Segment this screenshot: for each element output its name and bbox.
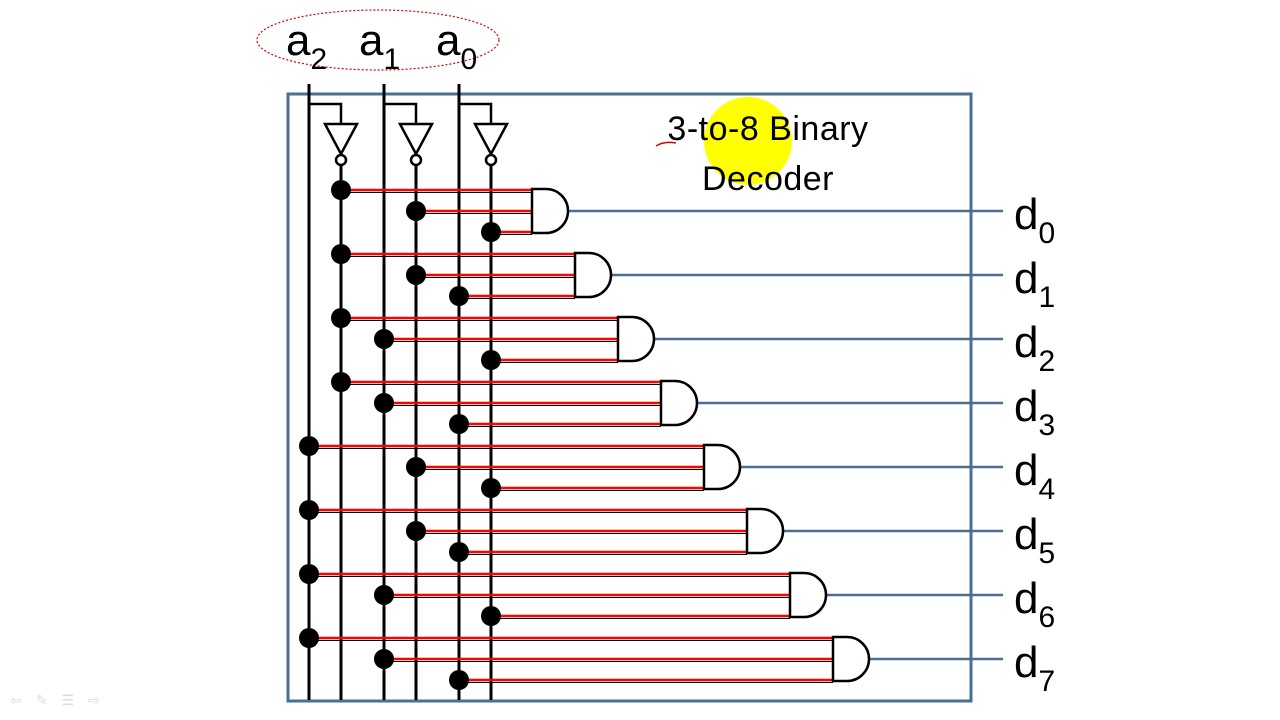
output-label-d2: d2: [1014, 318, 1056, 378]
title-underline-annotation: [655, 141, 677, 147]
junction-dot-d2-a0: [481, 350, 501, 370]
input-label-a2: a2: [286, 16, 328, 76]
junction-dot-d4-a2: [299, 436, 319, 456]
junction-dot-d7-a0: [449, 670, 469, 690]
diagram-title-line2: Decoder: [701, 160, 834, 198]
junction-dot-d0-a1: [406, 201, 426, 221]
and-gate-d7: [831, 635, 871, 683]
junction-dot-d4-a0: [481, 478, 501, 498]
junction-dot-d5-a0: [449, 542, 469, 562]
pen-icon[interactable]: ✎: [35, 692, 48, 708]
inverter-a2: [322, 122, 360, 157]
inverter-bubble-a0: [484, 153, 498, 167]
inverter-branch-a0: [459, 102, 493, 124]
output-label-d6: d6: [1014, 574, 1056, 634]
next-arrow-icon[interactable]: ⇨: [88, 692, 100, 708]
inverter-bubble-a2: [334, 153, 348, 167]
junction-dot-d3-a2: [331, 372, 351, 392]
output-label-d4: d4: [1014, 446, 1056, 506]
input-label-a0: a0: [436, 16, 478, 76]
and-gate-d5: [745, 507, 785, 555]
junction-dot-d5-a2: [299, 500, 319, 520]
junction-dot-d1-a1: [406, 265, 426, 285]
junction-dot-d1-a0: [449, 286, 469, 306]
and-gate-d6: [788, 571, 828, 619]
junction-dot-d4-a1: [406, 457, 426, 477]
junction-dot-d2-a2: [331, 308, 351, 328]
prev-arrow-icon[interactable]: ⇦: [10, 692, 22, 708]
junction-dot-d5-a1: [406, 521, 426, 541]
inverter-branch-a1: [384, 102, 418, 124]
junction-dot-d7-a1: [374, 649, 394, 669]
inverter-bubble-a1: [409, 153, 423, 167]
junction-dot-d2-a1: [374, 329, 394, 349]
output-label-d3: d3: [1014, 382, 1056, 442]
junction-dot-d6-a2: [299, 564, 319, 584]
inverter-a1: [397, 122, 435, 157]
junction-dot-d6-a0: [481, 606, 501, 626]
pointer-highlight: [704, 97, 792, 185]
diagram-title-line1: 3-to-8 Binary: [667, 110, 869, 148]
output-label-d1: d1: [1014, 254, 1056, 314]
menu-icon[interactable]: ☰: [61, 692, 75, 708]
and-gate-d3: [659, 379, 699, 427]
junction-dot-d3-a1: [374, 393, 394, 413]
output-label-d0: d0: [1014, 190, 1056, 250]
and-gate-d0: [530, 187, 570, 235]
inverter-a0: [472, 122, 510, 157]
output-label-d5: d5: [1014, 510, 1056, 570]
inverter-branch-a2: [309, 102, 343, 124]
input-annotation-ellipse: [256, 9, 500, 71]
and-gate-d2: [616, 315, 656, 363]
and-gate-d1: [573, 251, 613, 299]
input-label-a1: a1: [359, 16, 401, 76]
junction-dot-d7-a2: [299, 628, 319, 648]
junction-dot-d3-a0: [449, 414, 469, 434]
and-gate-d4: [702, 443, 742, 491]
junction-dot-d6-a1: [374, 585, 394, 605]
junction-dot-d1-a2: [331, 244, 351, 264]
junction-dot-d0-a2: [331, 180, 351, 200]
slide-toolbar: ⇦ ✎ ☰ ⇨: [10, 692, 100, 709]
junction-dot-d0-a0: [481, 222, 501, 242]
decoder-box: [286, 92, 973, 703]
output-label-d7: d7: [1014, 638, 1056, 698]
